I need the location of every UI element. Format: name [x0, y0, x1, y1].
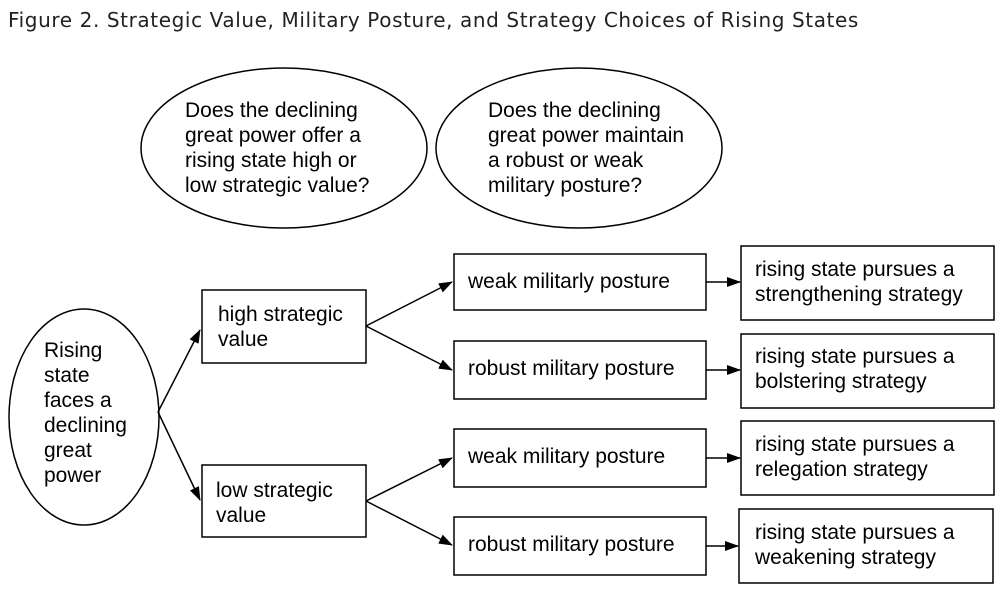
- arrow-high-to-weak: [365, 281, 453, 327]
- value-box-high: [201, 289, 367, 364]
- arrow-high-to-robust: [365, 325, 453, 371]
- posture-text-3: weak military posture: [468, 445, 666, 468]
- value-box-low: [201, 464, 367, 538]
- arrow-start-to-low: [157, 411, 201, 501]
- arrow-low-to-robust: [365, 500, 453, 546]
- outcome-box-3: [740, 420, 995, 496]
- question-ellipse-2: [435, 67, 723, 229]
- outcome-text-2: rising state pursues a bolstering strate…: [755, 345, 955, 393]
- value-text-high: high strategic value: [218, 303, 343, 351]
- question-text-2: Does the declining great power maintain …: [488, 99, 685, 197]
- arrow-start-to-high: [157, 329, 201, 413]
- posture-box-1: [453, 253, 707, 311]
- start-text: Rising state faces a declining great pow…: [44, 339, 127, 487]
- start-ellipse: [8, 308, 160, 526]
- posture-text-2: robust military posture: [468, 357, 675, 380]
- arrow-low-to-weak: [365, 457, 453, 502]
- posture-text-1: weak militarly posture: [468, 270, 670, 293]
- outcome-text-3: rising state pursues a relegation strate…: [755, 433, 955, 481]
- posture-text-4: robust military posture: [468, 533, 675, 556]
- value-text-low: low strategic value: [216, 479, 333, 527]
- outcome-box-2: [740, 333, 995, 409]
- posture-box-2: [453, 340, 707, 400]
- outcome-box-4: [738, 508, 994, 584]
- outcome-text-4: rising state pursues a weakening strateg…: [755, 521, 955, 569]
- question-text-1: Does the declining great power offer a r…: [185, 99, 370, 197]
- posture-box-3: [453, 428, 707, 488]
- posture-box-4: [453, 516, 707, 576]
- figure-title: Figure 2. Strategic Value, Military Post…: [8, 8, 859, 32]
- question-ellipse-1: [140, 67, 428, 229]
- outcome-box-1: [740, 245, 995, 321]
- outcome-text-1: rising state pursues a strengthening str…: [755, 258, 963, 306]
